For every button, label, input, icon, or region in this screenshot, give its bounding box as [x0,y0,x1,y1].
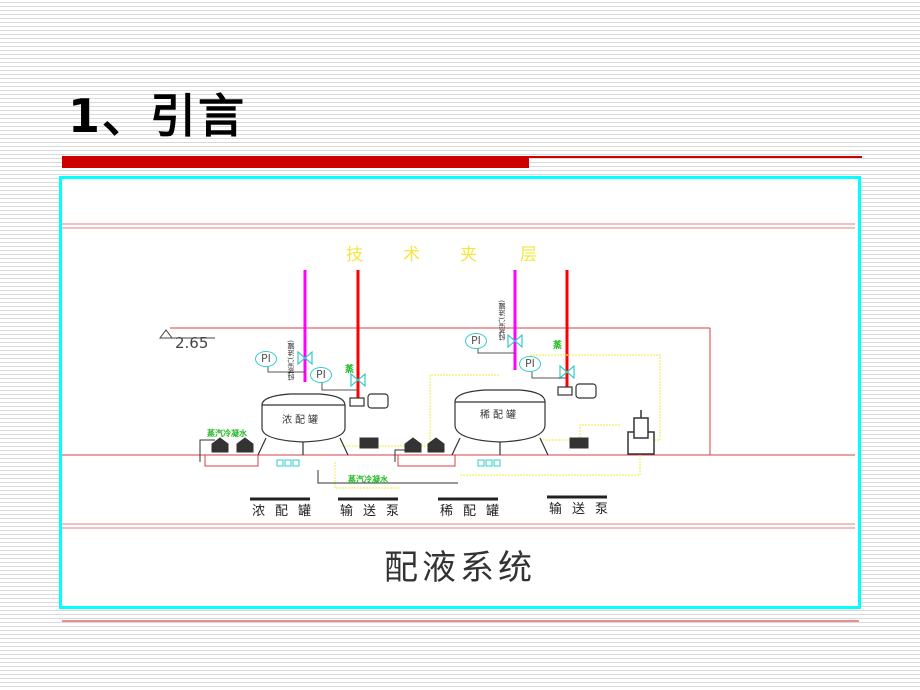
diagram-caption: 配液系统 [384,548,536,588]
title-underline-thick [62,156,529,168]
steam-label-right: 蒸 [553,341,563,351]
tank-label-dilute: 稀配罐 [480,410,519,421]
slide-title: 1、引言 [68,89,247,143]
pipe-label-left: 纯蒸汽(进罐) [287,340,295,381]
tank-label-concentrated: 浓配罐 [282,415,321,426]
steam-label-left: 蒸 [345,365,355,375]
equipment-label-concentrated-tank: 浓配罐 [252,504,322,519]
diagram-frame [59,176,861,609]
interlayer-label-char-2: 术 [403,245,420,265]
equipment-label-dilute-tank: 稀配罐 [440,504,510,519]
condensate-label-2: 蒸汽冷凝水 [348,475,388,484]
pressure-indicator-2: PI [310,367,332,383]
pressure-indicator-1: PI [255,351,277,367]
pressure-indicator-3: PI [465,333,487,349]
footer-divider [62,620,859,622]
condensate-label-1: 蒸汽冷凝水 [207,429,247,438]
equipment-label-pump-2: 输送泵 [549,502,619,517]
interlayer-label-char-4: 层 [520,245,537,265]
elevation-mark: 2.65 [175,334,209,352]
title-underline-thin [529,156,862,158]
pressure-indicator-4: PI [519,356,541,372]
interlayer-label-char-3: 夹 [460,245,477,265]
pipe-label-right: 纯蒸汽(进罐) [498,300,506,341]
interlayer-label-char-1: 技 [346,245,363,265]
equipment-label-pump-1: 输送泵 [340,504,410,519]
